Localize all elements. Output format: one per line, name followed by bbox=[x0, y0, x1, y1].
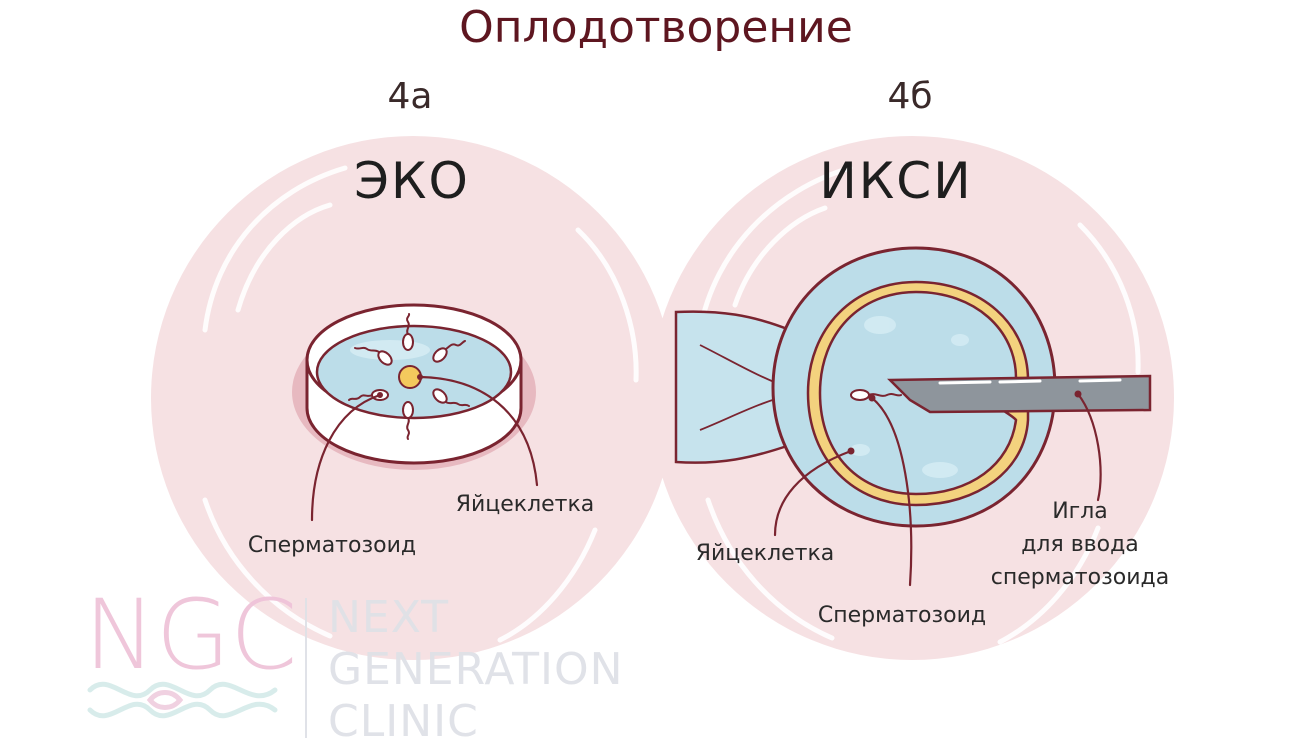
ivf-sperm-label: Сперматозоид bbox=[248, 533, 416, 558]
diagram-title: Оплодотворение bbox=[459, 2, 853, 53]
icsi-highlight-arc bbox=[997, 525, 1101, 645]
icsi-needle-leader-dot bbox=[1074, 390, 1082, 398]
sperm-tail bbox=[445, 401, 470, 407]
ivf-badge: 4а bbox=[352, 56, 468, 117]
sperm-tail bbox=[406, 417, 410, 440]
icsi-highlight-arc bbox=[1077, 222, 1141, 375]
sperm-cell bbox=[402, 333, 414, 351]
logo-line-clinic: CLINIC bbox=[328, 696, 479, 747]
clinic-logo-watermark: NGC NEXT GENERATION CLINIC bbox=[84, 579, 623, 747]
ivf-badge-shape bbox=[352, 56, 468, 115]
ivf-sperm-leader-line bbox=[310, 393, 382, 522]
ivf-sperm-leader-dot bbox=[377, 392, 383, 398]
cytoplasm-spot bbox=[922, 462, 958, 478]
ivf-highlight-arc bbox=[497, 527, 598, 643]
dna-helix-icon bbox=[87, 681, 278, 719]
sperm-tail bbox=[406, 313, 411, 335]
icsi-method-title: ИКСИ bbox=[819, 152, 972, 210]
icsi-egg-label: Яйцеклетка bbox=[696, 541, 835, 566]
ivf-petri-dish bbox=[292, 303, 539, 522]
icsi-sperm-cell bbox=[850, 389, 870, 401]
logo-mark: NGC bbox=[84, 579, 297, 691]
sperm-tail bbox=[348, 394, 373, 401]
icsi-sperm-tail bbox=[868, 393, 902, 397]
icsi-needle-label-line1: Игла bbox=[1052, 499, 1108, 524]
logo-line-generation: GENERATION bbox=[328, 644, 623, 695]
icsi-egg-leader-line bbox=[773, 449, 853, 537]
ivf-badge-label: 4а bbox=[388, 76, 433, 117]
sperm-cell bbox=[402, 401, 414, 419]
ivf-highlight-arc bbox=[575, 227, 639, 383]
ivf-method-title: ЭКО bbox=[354, 152, 470, 210]
ivf-egg-label: Яйцеклетка bbox=[456, 492, 595, 517]
logo-line-next: NEXT bbox=[328, 592, 449, 643]
icsi-highlight-arc bbox=[705, 497, 835, 641]
icsi-needle-label-line3: сперматозоида bbox=[991, 565, 1169, 590]
ivf-highlight-arc bbox=[235, 202, 333, 313]
ivf-highlight-arc bbox=[202, 165, 348, 333]
cytoplasm-spot bbox=[864, 316, 896, 334]
needle-highlight bbox=[938, 380, 992, 385]
cytoplasm-spot bbox=[951, 334, 969, 346]
ivf-egg-leader-line bbox=[418, 375, 539, 487]
sperm-tail bbox=[354, 346, 380, 353]
icsi-needle-label-line2: для ввода bbox=[1021, 532, 1139, 557]
icsi-badge: 4б bbox=[852, 56, 968, 117]
needle-highlight bbox=[998, 379, 1042, 384]
icsi-scene bbox=[674, 246, 1152, 587]
icsi-egg-leader-dot bbox=[847, 447, 855, 455]
ivf-egg-leader-dot bbox=[417, 374, 423, 380]
icsi-sperm-label: Сперматозоид bbox=[818, 603, 986, 628]
icsi-sperm-leader-dot bbox=[868, 394, 876, 402]
icsi-needle-leader-line bbox=[1076, 392, 1102, 502]
cytoplasm-spot bbox=[850, 444, 870, 456]
icsi-badge-label: 4б bbox=[887, 76, 932, 117]
icsi-highlight-arc bbox=[697, 165, 853, 333]
needle-highlight bbox=[1078, 378, 1122, 383]
icsi-highlight-arc bbox=[732, 205, 828, 308]
icsi-sperm-leader-line bbox=[870, 396, 913, 587]
icsi-badge-shape bbox=[852, 56, 968, 115]
sperm-tail bbox=[445, 340, 466, 350]
ivf-highlight-arc bbox=[202, 497, 333, 639]
